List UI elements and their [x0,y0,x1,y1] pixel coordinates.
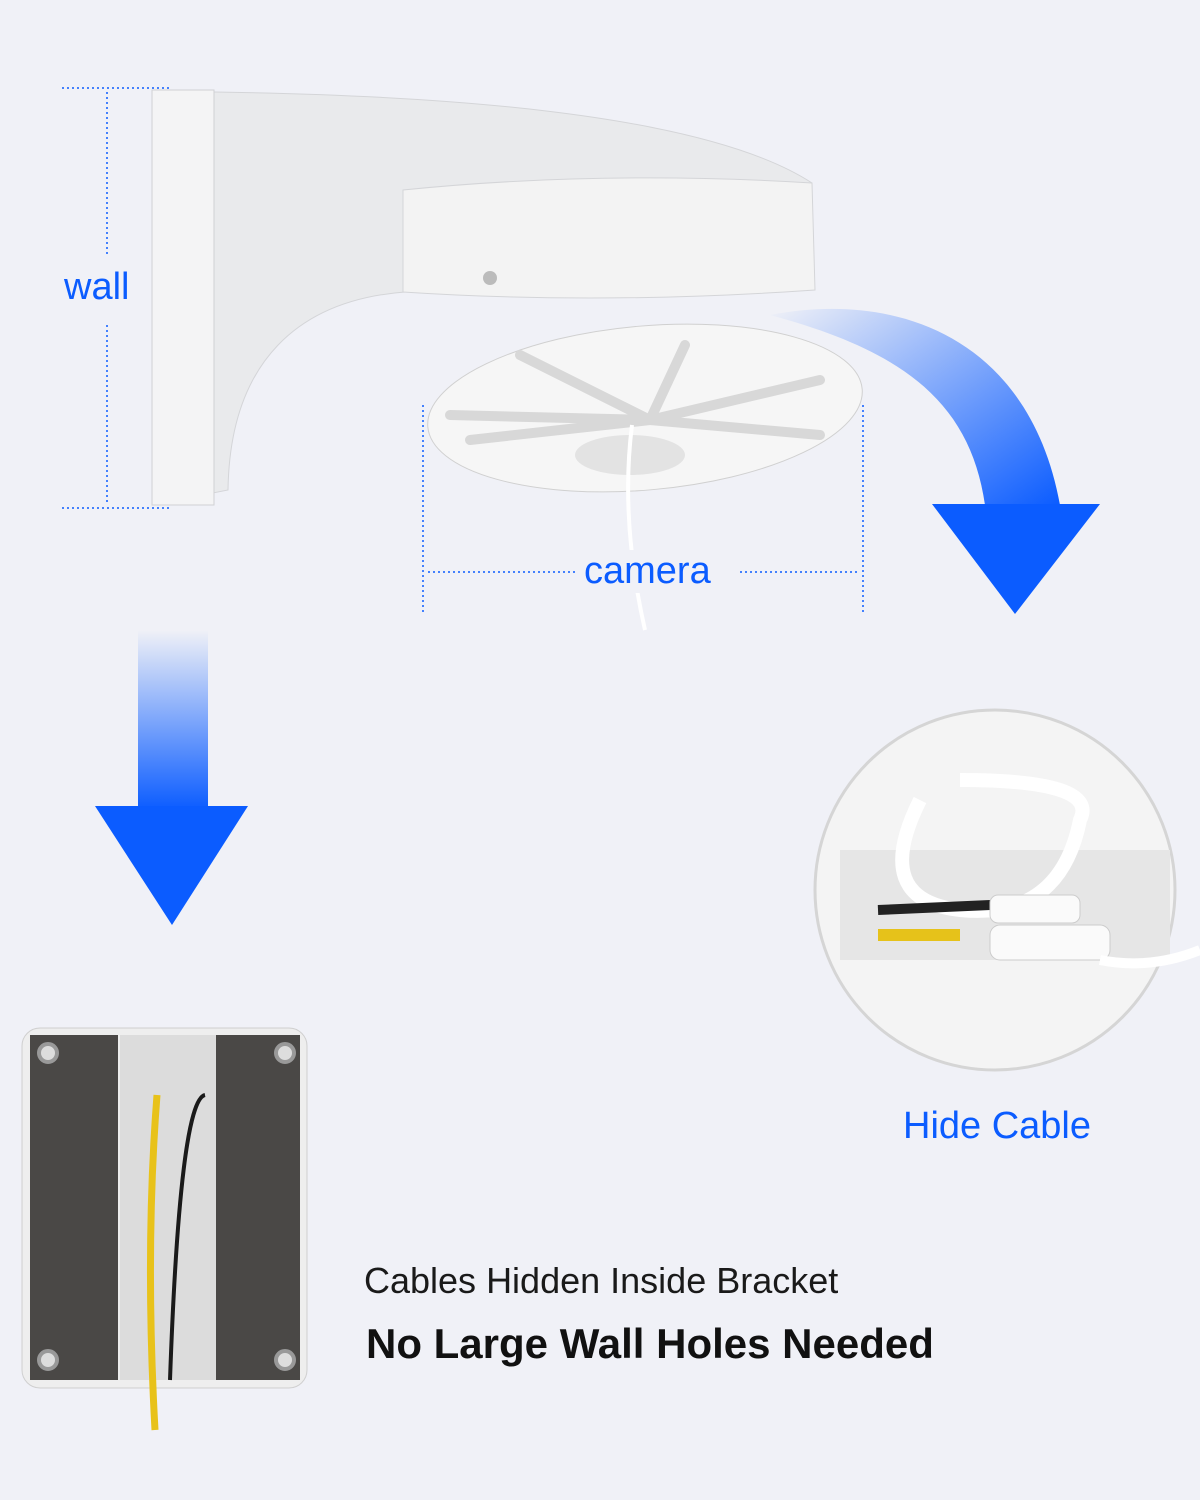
caption-no-wall-holes: No Large Wall Holes Needed [366,1320,934,1367]
camera-label: camera [580,550,715,593]
cable-housing-image [813,708,1200,1072]
arrow-down-left-icon [95,630,248,925]
bracket-back-image [21,1027,308,1431]
caption-cables-hidden: Cables Hidden Inside Bracket [364,1260,839,1301]
camera-plate-image [427,323,863,631]
wall-label: wall [64,266,130,308]
wall-bracket-image [151,89,816,506]
hide-cable-label: Hide Cable [903,1105,1091,1147]
wall-dimension-lines [62,87,864,615]
arrow-curved-right-icon [770,308,1100,614]
